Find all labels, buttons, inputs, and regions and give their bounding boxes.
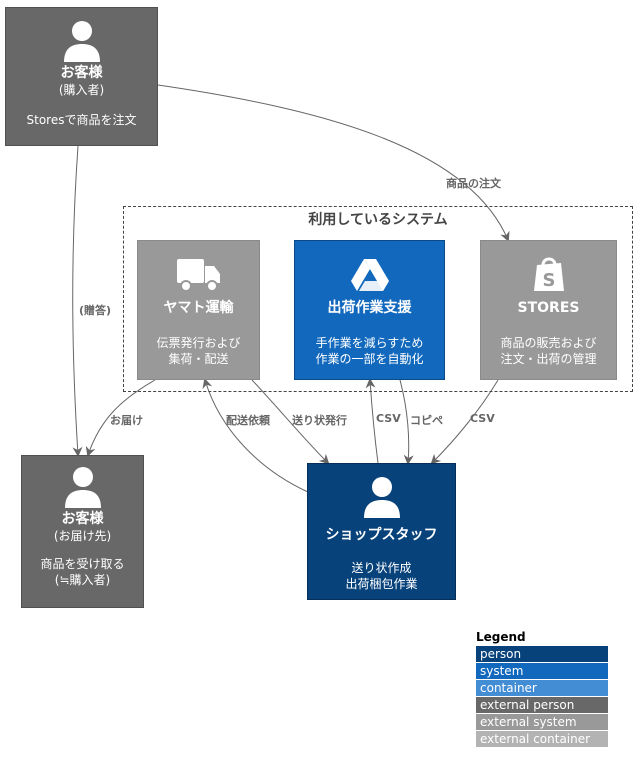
legend: Legend person system container external … xyxy=(476,630,608,748)
stores-title: STORES xyxy=(517,300,580,316)
customer-recipient-desc-line2: (≒購入者) xyxy=(54,573,111,587)
shipping-support-node: 出荷作業支援 手作業を減らすため 作業の一部を自動化 xyxy=(294,240,445,380)
shop-staff-desc-line2: 出荷梱包作業 xyxy=(345,577,418,591)
truck-icon xyxy=(176,259,220,292)
edge-copy-paste xyxy=(399,379,414,465)
edge-issue-invoice xyxy=(251,379,330,465)
yamato-title: ヤマト運輸 xyxy=(163,300,234,316)
person-icon xyxy=(63,21,100,62)
edge-label-order: 商品の注文 xyxy=(446,177,501,190)
customer-buyer-node: お客様 (購入者) Storesで商品を注文 xyxy=(5,7,158,146)
customer-buyer-desc: Storesで商品を注文 xyxy=(26,113,137,127)
yamato-desc-line1: 伝票発行および xyxy=(156,336,241,350)
edge-label-csv1: CSV xyxy=(376,412,401,425)
shop-staff-desc-line1: 送り状作成 xyxy=(351,561,412,575)
customer-recipient-desc-line1: 商品を受け取る xyxy=(40,557,125,571)
edge-csv2 xyxy=(430,379,499,465)
svg-text:S: S xyxy=(542,270,555,291)
edge-delivery-request xyxy=(202,378,309,493)
system-boundary: 利用しているシステム xyxy=(123,206,633,392)
edge-label-gift: (贈答) xyxy=(79,304,112,317)
legend-item-container: container xyxy=(476,680,608,696)
person-icon xyxy=(64,467,101,508)
shop-staff-node: ショップスタッフ 送り状作成 出荷梱包作業 xyxy=(307,463,456,600)
legend-item-external-container: external container xyxy=(476,731,608,747)
stores-desc-line2: 注文・出荷の管理 xyxy=(500,352,597,366)
yamato-desc-line2: 集荷・配送 xyxy=(168,352,229,366)
google-drive-icon xyxy=(350,259,389,291)
customer-recipient-title: お客様 xyxy=(61,511,104,527)
legend-item-external-system: external system xyxy=(476,714,608,730)
edge-csv1 xyxy=(365,378,379,464)
shop-staff-title: ショップスタッフ xyxy=(325,527,438,543)
person-icon xyxy=(363,477,400,518)
customer-buyer-subtitle: (購入者) xyxy=(58,83,105,97)
shipping-support-desc-line2: 作業の一部を自動化 xyxy=(315,352,424,366)
shopify-bag-icon: S xyxy=(533,257,564,291)
customer-recipient-node: お客様 (お届け先) 商品を受け取る (≒購入者) xyxy=(21,455,144,608)
legend-title: Legend xyxy=(476,630,526,644)
legend-item-external-person: external person xyxy=(476,697,608,713)
customer-recipient-subtitle: (お届け先) xyxy=(53,529,112,543)
legend-item-person: person xyxy=(476,646,608,662)
stores-node: S STORES 商品の販売および 注文・出荷の管理 xyxy=(480,240,617,380)
edge-label-delivery-request: 配送依頼 xyxy=(226,414,270,427)
customer-buyer-title: お客様 xyxy=(60,65,103,81)
edge-label-copy-paste: コピペ xyxy=(410,414,443,427)
edge-label-deliver: お届け xyxy=(110,414,143,427)
edge-label-issue-invoice: 送り状発行 xyxy=(292,414,347,427)
edge-label-csv2: CSV xyxy=(470,412,495,425)
yamato-node: ヤマト運輸 伝票発行および 集荷・配送 xyxy=(137,240,260,380)
edge-deliver xyxy=(85,379,156,457)
stores-desc-line1: 商品の販売および xyxy=(500,336,597,350)
legend-item-system: system xyxy=(476,663,608,679)
shipping-support-desc-line1: 手作業を減らすため xyxy=(315,336,424,350)
shipping-support-title: 出荷作業支援 xyxy=(327,300,412,316)
boundary-label: 利用しているシステム xyxy=(308,212,448,228)
edge-gift xyxy=(72,145,83,457)
